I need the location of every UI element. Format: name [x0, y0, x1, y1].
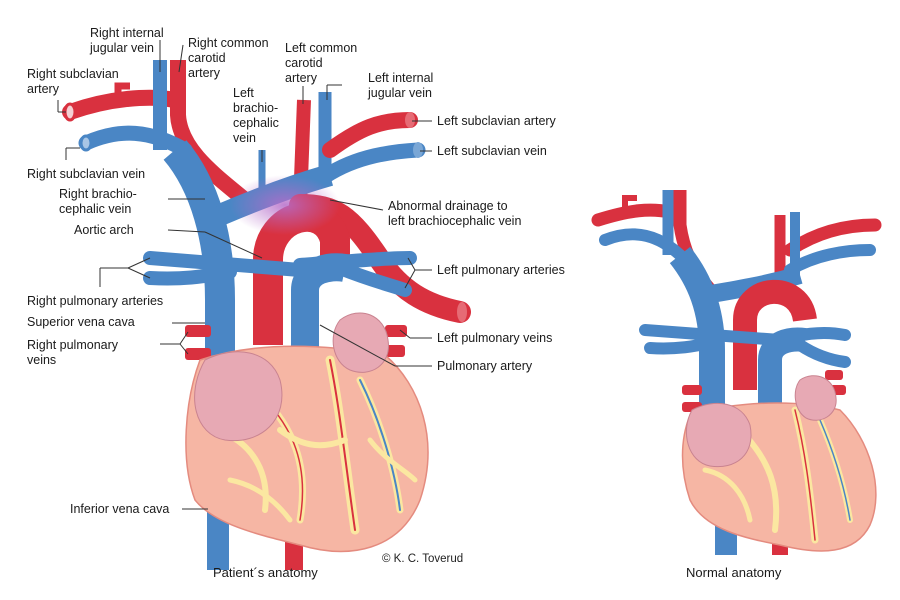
right-atrium	[194, 351, 283, 442]
label-left-internal-jugular-vein: Left internal jugular vein	[368, 71, 434, 100]
label-pulmonary-artery: Pulmonary artery	[437, 359, 533, 373]
left-subclavian-artery	[322, 112, 418, 158]
superior-vena-cava	[163, 140, 235, 440]
label-left-subclavian-vein: Left subclavian vein	[437, 144, 547, 158]
label-left-pulmonary-arteries: Left pulmonary arteries	[437, 263, 565, 277]
label-right-internal-jugular-vein: Right internal jugular vein	[90, 26, 164, 55]
label-right-pulmonary-veins: Right pulmonary veins	[27, 338, 119, 367]
label-right-common-carotid-artery: Right common carotid artery	[188, 36, 269, 80]
right-pulmonary-arteries	[143, 251, 307, 286]
label-left-subclavian-artery: Left subclavian artery	[437, 114, 556, 128]
pulmonary-trunk	[291, 253, 348, 360]
right-subclavian-vein	[78, 125, 193, 158]
left-subclavian-vein	[312, 142, 426, 188]
right-pulmonary-veins	[185, 325, 211, 337]
credit: © K. C. Toverud	[382, 553, 464, 565]
caption-normal-anatomy: Normal anatomy	[686, 565, 782, 580]
label-abnormal-drainage: Abnormal drainage to left brachiocephali…	[388, 199, 522, 228]
label-left-common-carotid-artery: Left common carotid artery	[285, 41, 358, 85]
label-left-brachiocephalic-vein: Left brachio- cephalic vein	[233, 86, 279, 145]
label-right-pulmonary-arteries: Right pulmonary arteries	[27, 294, 164, 308]
label-inferior-vena-cava: Inferior vena cava	[70, 502, 170, 516]
label-aortic-arch: Aortic arch	[74, 223, 134, 237]
caption-patient-anatomy: Patient´s anatomy	[213, 565, 318, 580]
label-right-subclavian-vein: Right subclavian vein	[27, 167, 146, 181]
left-pulmonary-veins	[385, 325, 407, 337]
label-left-pulmonary-veins: Left pulmonary veins	[437, 331, 553, 345]
leader-lines	[57, 40, 432, 510]
left-auricle	[332, 312, 389, 373]
label-right-subclavian-artery: Right subclavian artery	[27, 67, 119, 96]
label-superior-vena-cava: Superior vena cava	[27, 315, 135, 329]
normal-anatomy	[591, 190, 882, 555]
label-right-brachiocephalic-vein: Right brachio- cephalic vein	[59, 187, 137, 216]
